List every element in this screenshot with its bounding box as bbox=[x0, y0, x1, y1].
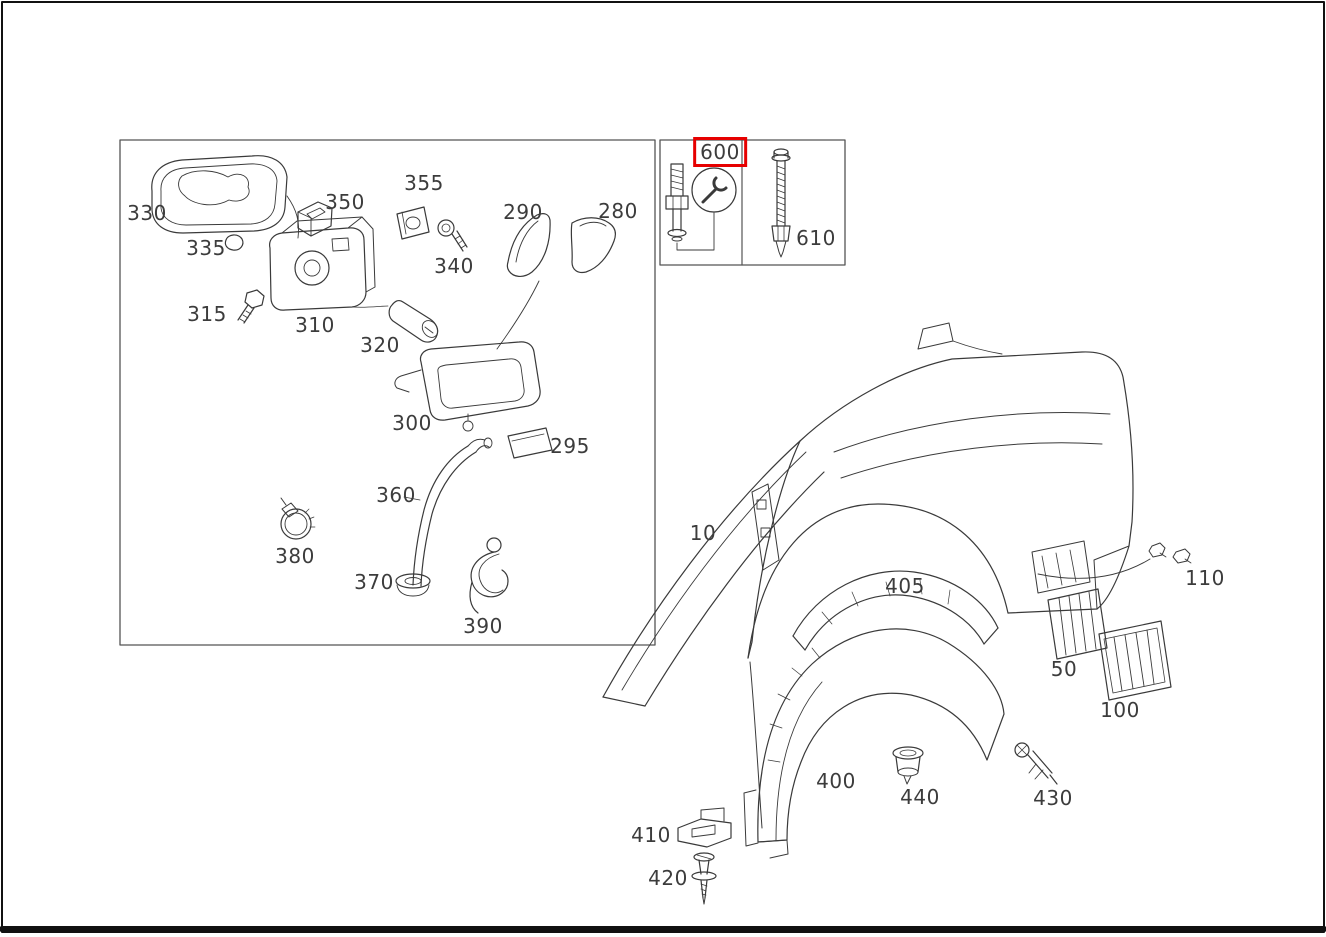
part-10-quarter-panel-drawing bbox=[602, 322, 1134, 829]
part-label-320[interactable]: 320 bbox=[360, 333, 400, 357]
part-390-hook-drawing bbox=[469, 537, 509, 614]
part-110-clips-drawing bbox=[1037, 542, 1192, 579]
part-400-wheel-arch-liner-drawing bbox=[743, 628, 1005, 859]
part-315-bolt-drawing bbox=[237, 289, 265, 324]
part-440-grommet-drawing bbox=[892, 746, 924, 785]
part-360-hose-drawing bbox=[403, 437, 493, 587]
part-100-vent-grille-drawing bbox=[1098, 620, 1172, 701]
part-label-440[interactable]: 440 bbox=[900, 785, 940, 809]
part-label-420[interactable]: 420 bbox=[648, 866, 688, 890]
hardware-box bbox=[659, 139, 846, 266]
wrench-icon bbox=[701, 176, 728, 204]
part-label-370[interactable]: 370 bbox=[354, 570, 394, 594]
part-355-clip-drawing bbox=[396, 206, 430, 240]
part-label-290[interactable]: 290 bbox=[503, 200, 543, 224]
part-label-400[interactable]: 400 bbox=[816, 769, 856, 793]
part-label-610[interactable]: 610 bbox=[796, 226, 836, 250]
part-290-shell-drawing bbox=[506, 213, 551, 277]
part-label-340[interactable]: 340 bbox=[434, 254, 474, 278]
part-label-405[interactable]: 405 bbox=[885, 574, 925, 598]
part-300-flap-drawing bbox=[394, 341, 541, 432]
part-label-600[interactable]: 600 bbox=[693, 137, 747, 167]
part-label-110[interactable]: 110 bbox=[1185, 566, 1225, 590]
part-610-screw-drawing bbox=[771, 148, 791, 258]
part-405-inner-arch-drawing bbox=[792, 570, 999, 651]
part-label-380[interactable]: 380 bbox=[275, 544, 315, 568]
part-label-50[interactable]: 50 bbox=[1050, 657, 1078, 681]
part-310-housing-drawing bbox=[269, 216, 389, 311]
part-label-390[interactable]: 390 bbox=[463, 614, 503, 638]
part-label-355[interactable]: 355 bbox=[404, 171, 444, 195]
part-label-430[interactable]: 430 bbox=[1033, 786, 1073, 810]
part-420-screw-drawing bbox=[691, 852, 717, 905]
part-label-360[interactable]: 360 bbox=[376, 483, 416, 507]
fuel-filler-parts-box bbox=[119, 139, 656, 646]
fuel-filler-assembly-drawing bbox=[151, 155, 616, 614]
part-label-280[interactable]: 280 bbox=[598, 199, 638, 223]
part-350-bracket-drawing bbox=[297, 201, 333, 237]
part-label-10[interactable]: 10 bbox=[689, 521, 717, 545]
part-410-bracket-drawing bbox=[677, 807, 732, 848]
part-320-lock-drawing bbox=[388, 299, 439, 343]
part-label-350[interactable]: 350 bbox=[325, 190, 365, 214]
part-label-335[interactable]: 335 bbox=[186, 236, 226, 260]
part-label-310[interactable]: 310 bbox=[295, 313, 335, 337]
part-335-clip-drawing bbox=[224, 234, 244, 251]
part-370-grommet-drawing bbox=[395, 573, 431, 597]
part-330-seal-drawing bbox=[151, 155, 299, 239]
part-50-vent-grille-drawing bbox=[1047, 588, 1108, 660]
tool-symbol bbox=[691, 167, 737, 213]
part-295-pad-drawing bbox=[507, 427, 553, 459]
part-380-clamp-drawing bbox=[280, 497, 316, 540]
part-430-rivet-drawing bbox=[1014, 742, 1058, 785]
part-label-330[interactable]: 330 bbox=[127, 201, 167, 225]
part-600-stud-drawing bbox=[665, 163, 715, 251]
part-label-300[interactable]: 300 bbox=[392, 411, 432, 435]
part-label-315[interactable]: 315 bbox=[187, 302, 227, 326]
part-label-100[interactable]: 100 bbox=[1100, 698, 1140, 722]
part-label-410[interactable]: 410 bbox=[631, 823, 671, 847]
part-280-shell-drawing bbox=[570, 217, 616, 274]
part-340-screw-drawing bbox=[437, 219, 468, 252]
part-label-295[interactable]: 295 bbox=[550, 434, 590, 458]
